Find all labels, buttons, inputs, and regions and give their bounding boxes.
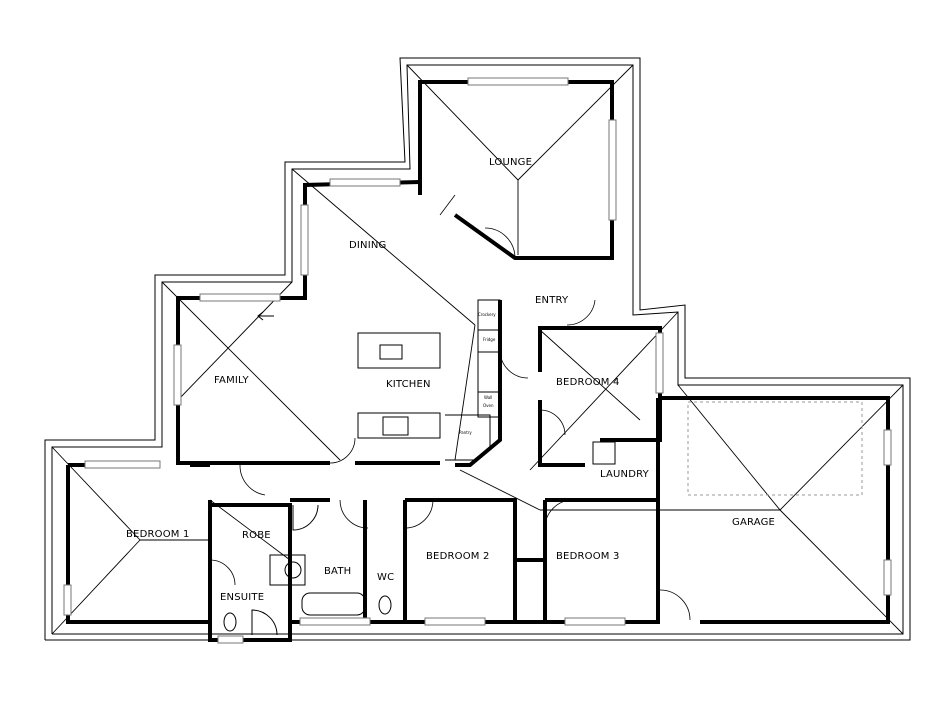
room-label-bath: BATH (324, 566, 352, 577)
fixture-label-fridge: Fridge (483, 337, 496, 342)
ensuite-toilet-icon (223, 612, 237, 632)
room-label-bedroom2: BEDROOM 2 (426, 551, 490, 562)
laundry-tub-icon (592, 441, 616, 465)
room-label-lounge: LOUNGE (489, 157, 533, 168)
room-label-laundry: LAUNDRY (600, 469, 649, 480)
cooktop-icon (382, 416, 409, 436)
room-label-bedroom1: BEDROOM 1 (126, 529, 190, 540)
fixture-label-wall: Wall (484, 395, 493, 400)
fixtures (223, 299, 863, 636)
room-label-robe: ROBE (242, 530, 271, 541)
room-label-dining: DINING (349, 240, 387, 251)
kitchen-island (357, 332, 441, 369)
garage-car-space (687, 401, 863, 496)
vanity-basin-icon (269, 554, 306, 586)
toilet-icon (378, 595, 392, 615)
room-label-garage: GARAGE (732, 517, 776, 528)
room-label-bedroom3: BEDROOM 3 (556, 551, 620, 562)
fixture-label-crockery: Crockery (478, 312, 496, 317)
bathtub-icon (301, 592, 366, 616)
kitchen-bench (357, 412, 441, 439)
room-label-kitchen: KITCHEN (386, 379, 431, 390)
room-label-bedroom4: BEDROOM 4 (556, 377, 620, 388)
room-label-family: FAMILY (214, 375, 249, 386)
wall-oven (477, 391, 501, 418)
sink-icon (379, 344, 403, 360)
windows (63, 77, 892, 644)
fixture-label-pantry: Pantry (459, 430, 472, 435)
room-label-entry: ENTRY (535, 295, 569, 306)
room-label-ensuite: ENSUITE (220, 592, 265, 603)
room-label-wc: WC (377, 572, 395, 583)
fixture-label-oven: Oven (483, 403, 494, 408)
